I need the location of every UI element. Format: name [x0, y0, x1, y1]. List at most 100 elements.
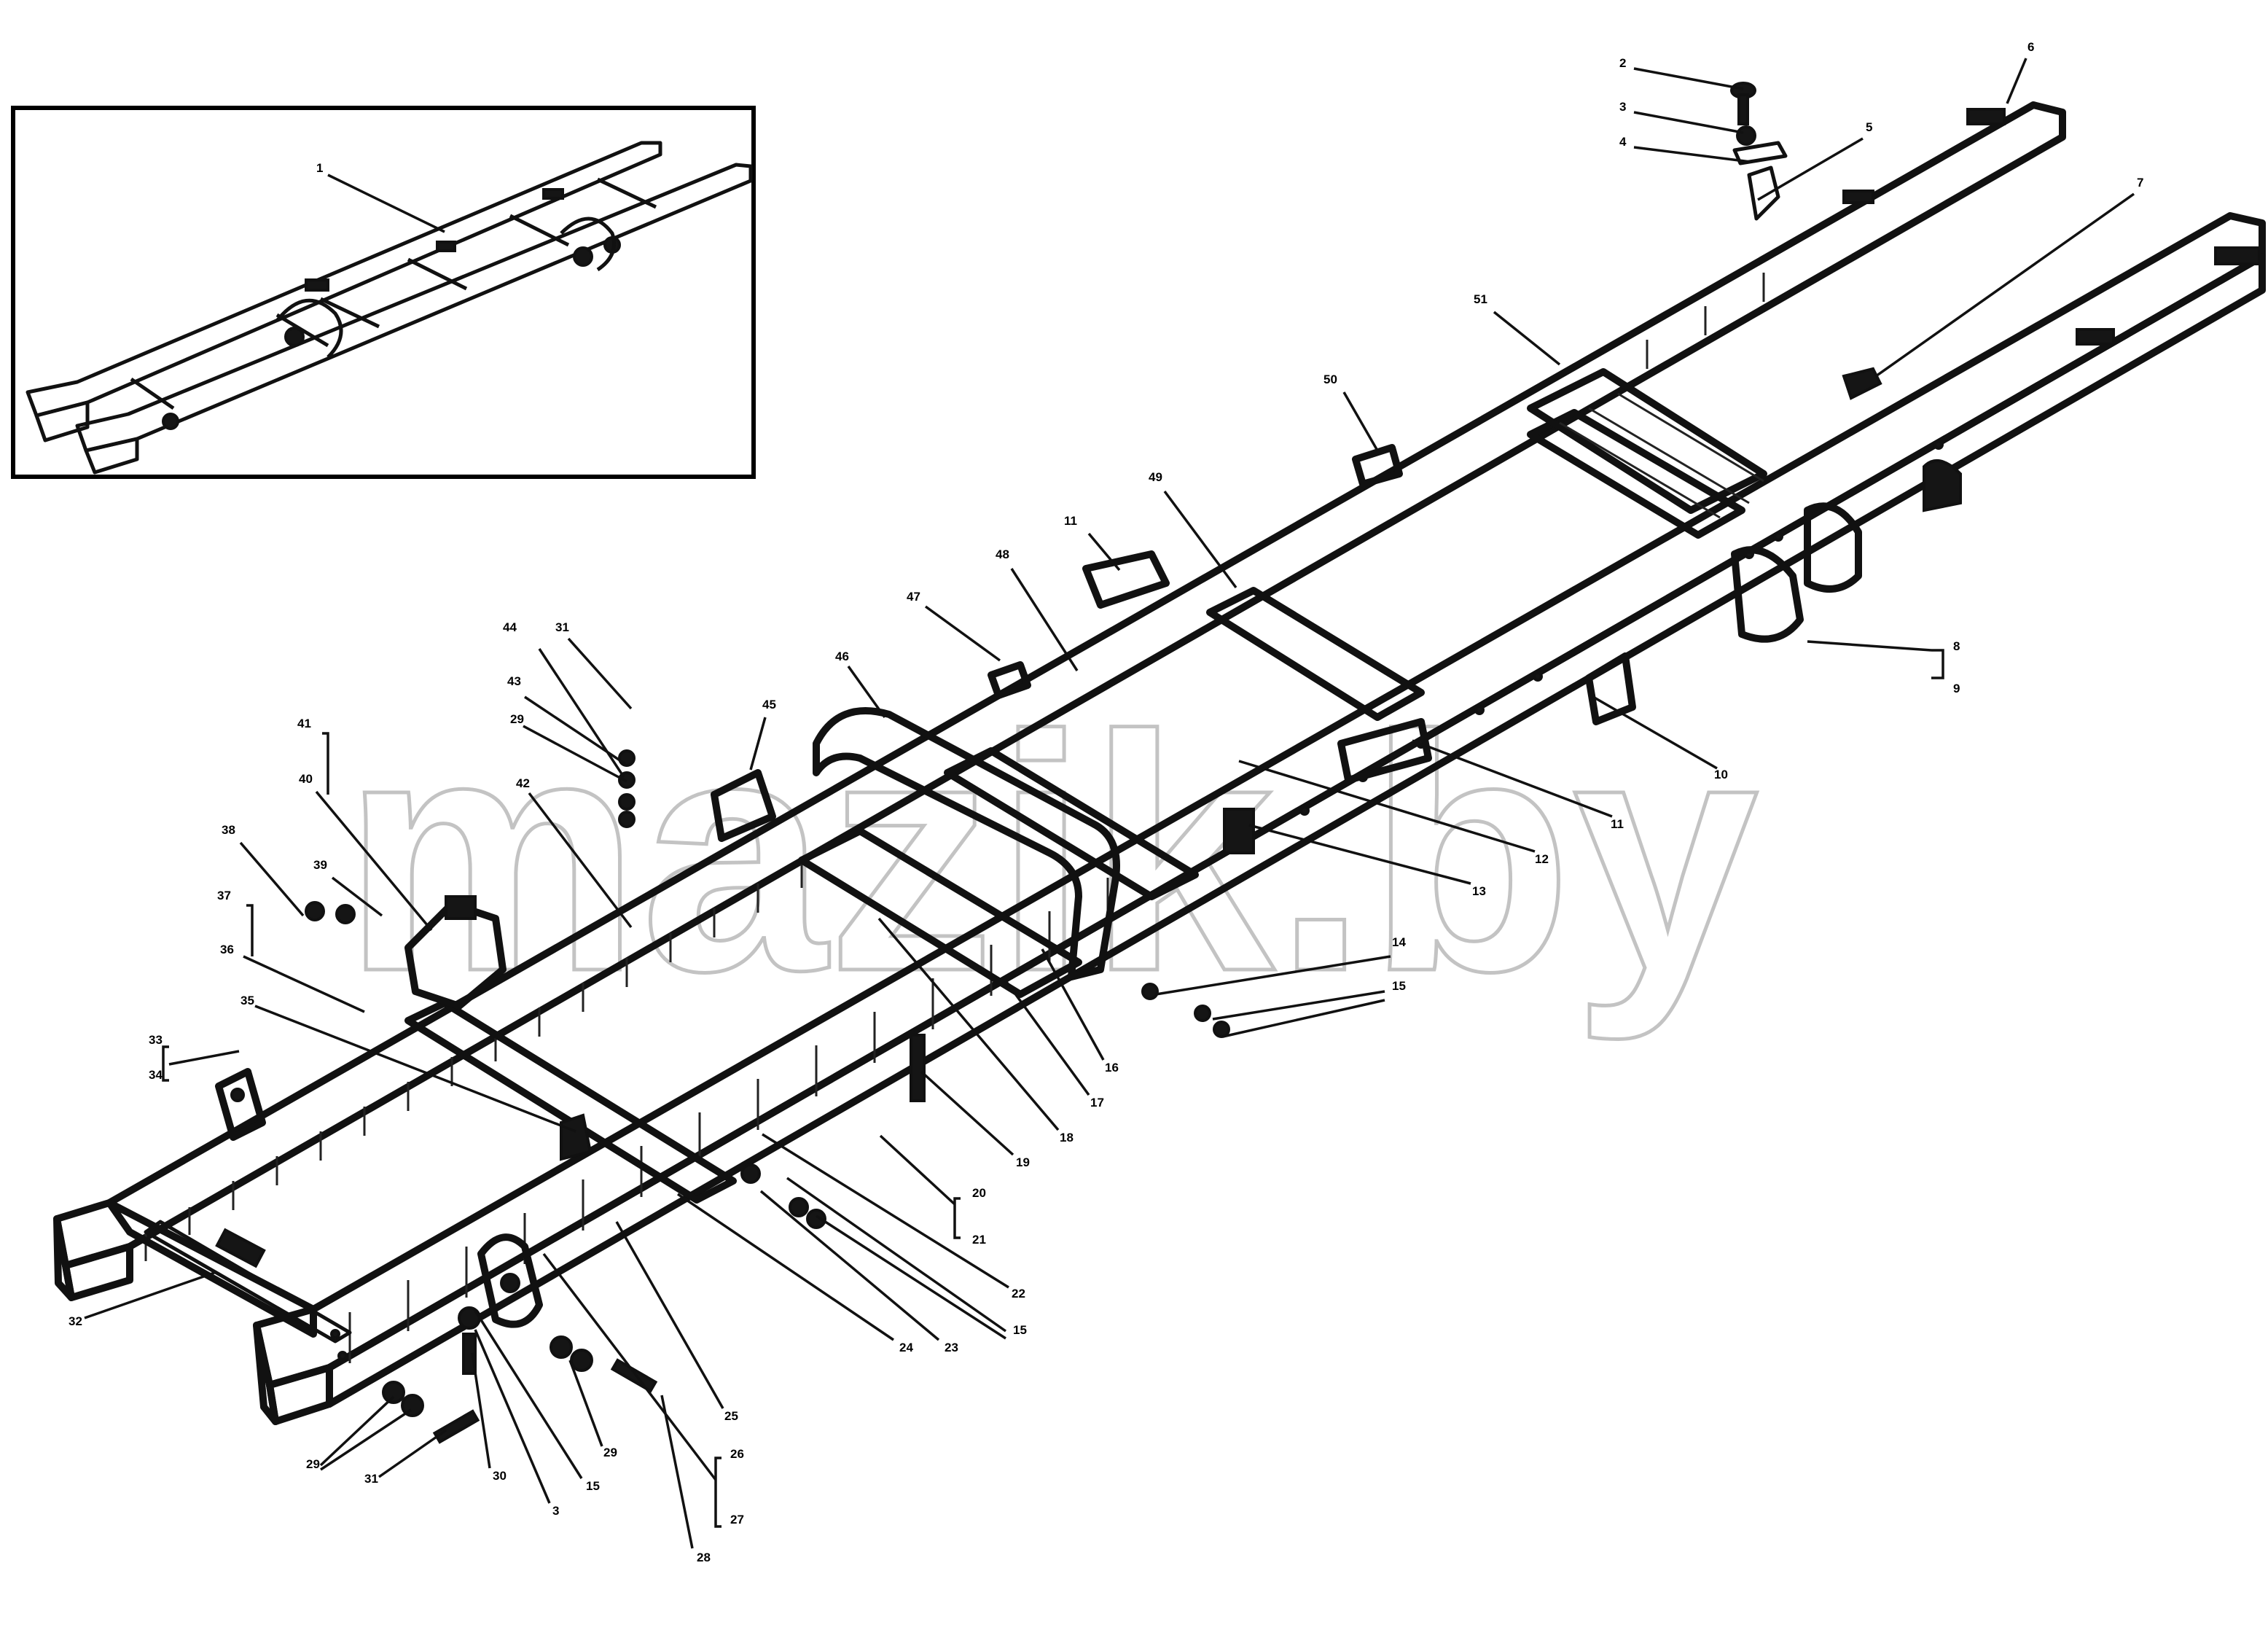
- callout-c29a: 29: [603, 1446, 617, 1459]
- callout-c22: 22: [1012, 1287, 1025, 1301]
- arch-cross-member: [813, 707, 1120, 980]
- callout-c3: 3: [1619, 100, 1626, 114]
- callout-c34: 34: [149, 1068, 163, 1082]
- callout-c23: 23: [945, 1341, 958, 1354]
- callout-c2: 2: [1619, 56, 1626, 70]
- callout-c16: 16: [1105, 1061, 1119, 1075]
- callout-c31b: 31: [555, 620, 569, 634]
- callout-c4: 4: [1619, 135, 1627, 149]
- leader-line-c30: [471, 1352, 491, 1469]
- callout-c15c: 15: [586, 1479, 600, 1493]
- callout-c42: 42: [516, 776, 530, 790]
- leader-line-c49: [1163, 490, 1237, 589]
- frame-brackets: [711, 444, 1636, 854]
- callout-c28: 28: [697, 1551, 711, 1564]
- callout-c40: 40: [299, 772, 313, 786]
- leader-line-c46: [847, 665, 886, 719]
- callout-c18: 18: [1060, 1131, 1074, 1144]
- leader-line-c15c: [474, 1310, 583, 1479]
- leader-line-c50: [1342, 391, 1379, 451]
- leader-line-c12: [1238, 760, 1536, 853]
- callout-c26: 26: [730, 1447, 744, 1461]
- leader-line-c39: [331, 876, 383, 917]
- callout-c43: 43: [507, 674, 521, 688]
- callout-c11a: 11: [1611, 817, 1624, 831]
- leader-line-c25: [615, 1221, 724, 1409]
- leader-line-c16: [1041, 948, 1105, 1061]
- callout-c32: 32: [69, 1314, 82, 1328]
- callout-c9: 9: [1953, 682, 1960, 695]
- callout-c13: 13: [1472, 884, 1486, 898]
- callout-c19: 19: [1016, 1155, 1030, 1169]
- leader-line-c14: [1155, 955, 1391, 996]
- main-chassis: [53, 82, 2266, 1444]
- leader-line-c17: [1001, 975, 1090, 1096]
- callout-c12: 12: [1535, 852, 1549, 866]
- leader-line-c11b: [1087, 532, 1121, 572]
- callout-c5: 5: [1866, 120, 1872, 134]
- leader-line-c42: [528, 792, 633, 929]
- leader-line-c24: [677, 1193, 894, 1341]
- leader-line-c1: [327, 173, 445, 233]
- callout-c39: 39: [313, 858, 327, 872]
- callout-c50: 50: [1323, 373, 1337, 386]
- callout-brackets: [162, 640, 1944, 1528]
- callout-c3b: 3: [552, 1504, 559, 1518]
- callout-c29b: 29: [306, 1457, 320, 1471]
- rear-end-details: [1842, 108, 2261, 346]
- leader-line-c31b: [567, 637, 633, 710]
- front-spring-bracket-right: [477, 1233, 543, 1328]
- leader-line-c10: [1592, 695, 1718, 770]
- callout-c21: 21: [972, 1233, 986, 1247]
- leader-line-c36: [243, 955, 365, 1013]
- callout-c24: 24: [899, 1341, 913, 1354]
- leader-line-c48: [1010, 568, 1079, 671]
- rear-cross-ladder: [1527, 368, 1767, 519]
- front-bracket-left: [215, 1068, 266, 1141]
- callout-c11b: 11: [1064, 514, 1077, 528]
- leader-line-c22: [762, 1133, 1009, 1289]
- leader-line-c6: [2006, 58, 2027, 104]
- leader-line-c40: [315, 790, 433, 932]
- leader-line-c38: [239, 841, 305, 917]
- callout-c46: 46: [835, 650, 849, 663]
- leader-line-c11a: [1412, 739, 1613, 818]
- callout-c6: 6: [2027, 40, 2034, 54]
- callout-c25: 25: [724, 1409, 738, 1423]
- callout-c17: 17: [1090, 1096, 1104, 1110]
- callout-c48: 48: [996, 547, 1009, 561]
- inset-overview: [11, 106, 756, 479]
- callout-c35: 35: [241, 994, 254, 1007]
- callout-c37: 37: [217, 889, 231, 902]
- callout-c33: 33: [149, 1033, 163, 1047]
- callout-c7: 7: [2137, 176, 2143, 190]
- leader-line-c3: [1633, 111, 1744, 134]
- callout-c49: 49: [1149, 470, 1162, 484]
- leader-line-c29a: [568, 1360, 603, 1447]
- callout-c8: 8: [1953, 639, 1960, 653]
- leader-line-c45: [749, 717, 767, 771]
- callout-c29c: 29: [510, 712, 524, 726]
- callout-c20: 20: [972, 1186, 986, 1200]
- leader-line-c5: [1757, 137, 1864, 201]
- callout-layer: 2345678910111112131415151516171819202122…: [69, 40, 2143, 1564]
- callout-c30: 30: [493, 1469, 507, 1483]
- leader-line-c47: [924, 605, 1001, 662]
- leader-line-c13: [1248, 824, 1471, 885]
- leader-line-c2: [1633, 67, 1744, 90]
- left-member-hatch: [144, 273, 1765, 1261]
- leader-line-c35: [254, 1005, 576, 1133]
- engine-mount: [404, 895, 507, 1010]
- callout-c45: 45: [762, 698, 776, 711]
- leader-line-c28: [660, 1395, 694, 1549]
- callout-c15a: 15: [1392, 979, 1406, 993]
- callout-c47: 47: [907, 590, 920, 604]
- leader-line-c19: [920, 1070, 1014, 1156]
- callout-c14: 14: [1392, 935, 1406, 949]
- inset-chassis-drawing: [26, 141, 753, 475]
- leader-line-c18: [877, 917, 1060, 1131]
- callout-c38: 38: [222, 823, 235, 837]
- front-cross-member: [106, 1199, 317, 1338]
- callout-c10: 10: [1714, 768, 1728, 781]
